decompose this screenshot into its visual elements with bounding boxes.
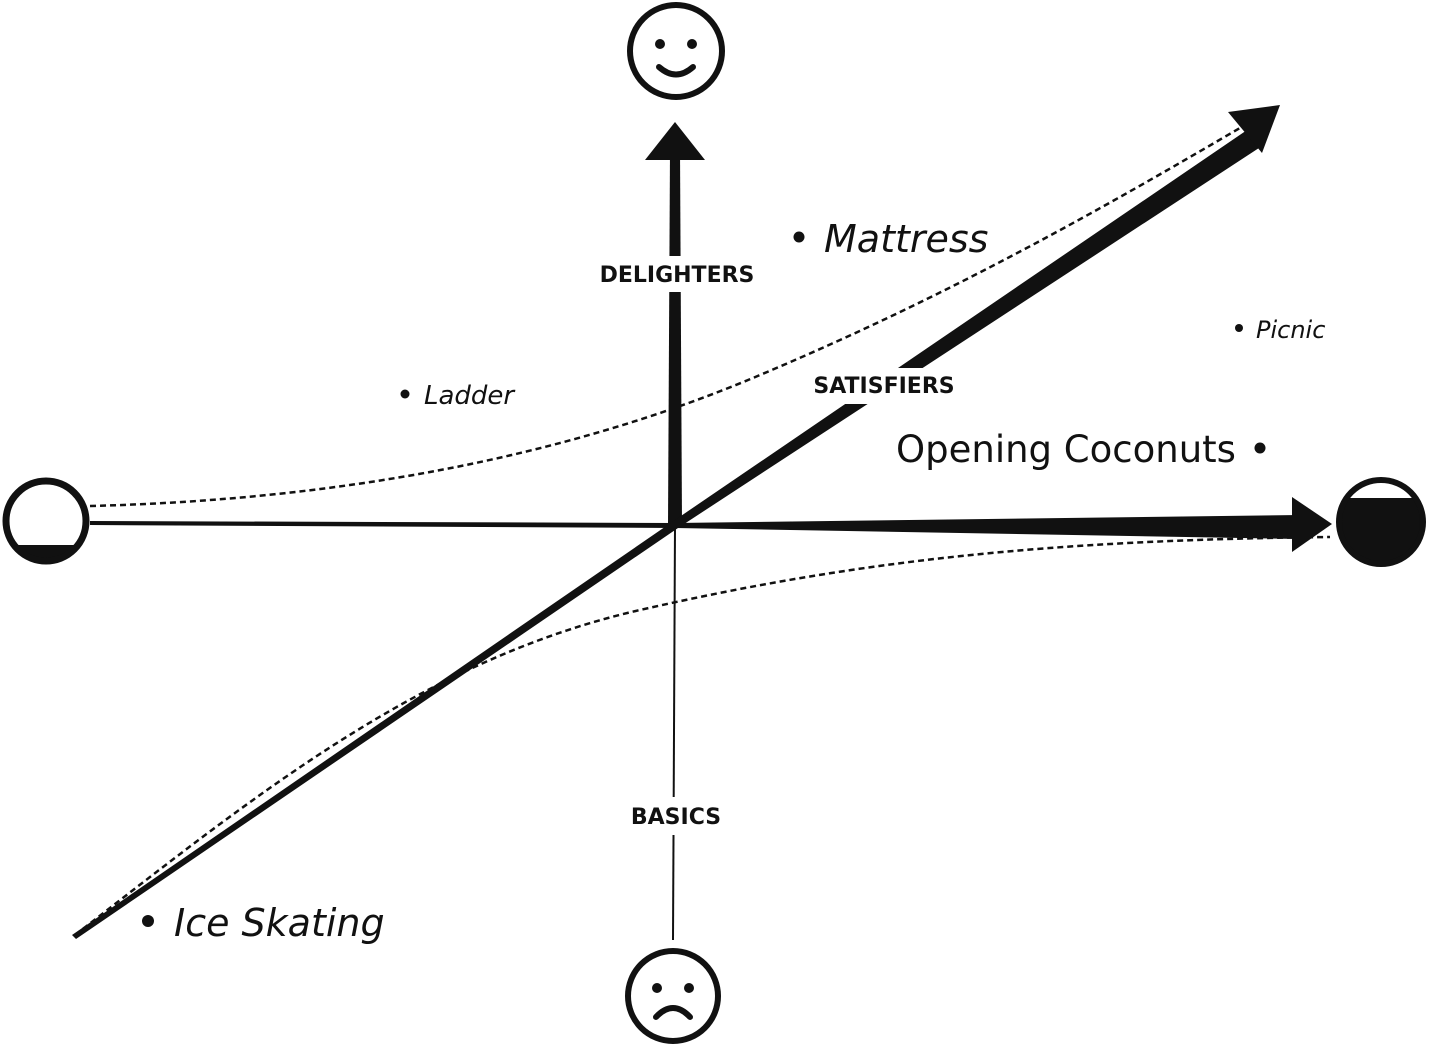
item-ice-skating: Ice Skating <box>142 901 385 945</box>
diagonal-axis-line <box>72 128 1262 939</box>
horizontal-axis-arrowhead <box>1292 497 1332 552</box>
happy-face-icon <box>627 2 725 100</box>
item-opening-coconuts-label: Opening Coconuts <box>896 428 1236 471</box>
item-ice-skating-label: Ice Skating <box>174 901 385 945</box>
vertical-axis-arrowhead <box>645 122 705 160</box>
sad-face-icon <box>625 948 721 1044</box>
horizontal-axis-line <box>90 515 1300 539</box>
empty-circle-icon <box>2 477 90 565</box>
item-picnic: Picnic <box>1235 316 1325 344</box>
item-mattress: Mattress <box>793 217 988 261</box>
item-ladder: Ladder <box>400 381 516 411</box>
basics-label: BASICS <box>631 805 721 830</box>
diagonal-axis-arrowhead <box>1228 105 1280 153</box>
lower-dashed-curve <box>74 535 1331 936</box>
item-mattress-label: Mattress <box>824 217 988 261</box>
vertical-axis-line-up <box>668 150 682 525</box>
delighters-label: DELIGHTERS <box>600 263 755 288</box>
upper-dashed-curve <box>89 123 1246 508</box>
item-opening-coconuts: Opening Coconuts <box>896 428 1266 471</box>
item-ladder-label: Ladder <box>424 381 516 411</box>
vertical-axis-line-down <box>672 524 676 941</box>
full-circle-icon <box>1336 477 1426 567</box>
item-picnic-label: Picnic <box>1256 316 1325 344</box>
satisfiers-label: SATISFIERS <box>813 374 954 399</box>
